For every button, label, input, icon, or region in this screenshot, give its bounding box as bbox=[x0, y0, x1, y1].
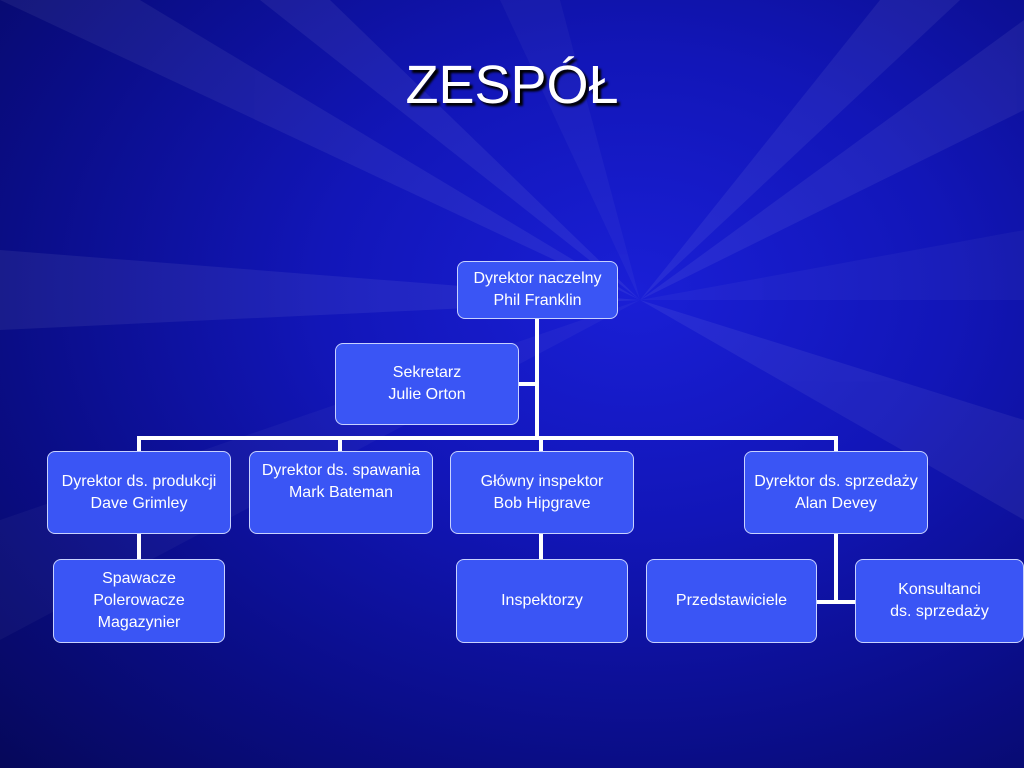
node-representatives-label: Przedstawiciele bbox=[675, 592, 788, 609]
node-ceo-role: Dyrektor naczelny bbox=[473, 270, 602, 287]
slide-title: ZESPÓŁ bbox=[405, 55, 619, 115]
node-production-staff-line2: Polerowacze bbox=[93, 592, 185, 609]
node-sales-consultants: Konsultanci ds. sprzedaży bbox=[855, 559, 1024, 643]
node-sales-director-role: Dyrektor ds. sprzedaży bbox=[754, 472, 918, 490]
node-representatives: Przedstawiciele bbox=[646, 559, 817, 643]
node-welding-director: Dyrektor ds. spawania Mark Bateman bbox=[249, 451, 433, 534]
node-sales-consultants-line1: Konsultanci bbox=[898, 581, 981, 598]
node-chief-inspector: Główny inspektor Bob Hipgrave bbox=[450, 451, 634, 534]
node-secretary-role: Sekretarz bbox=[392, 364, 462, 381]
node-welding-director-name: Mark Bateman bbox=[288, 484, 394, 501]
node-production-director-role: Dyrektor ds. produkcji bbox=[61, 472, 217, 490]
node-inspectors: Inspektorzy bbox=[456, 559, 628, 643]
node-production-staff-line1: Spawacze bbox=[102, 570, 176, 587]
node-sales-director-name: Alan Devey bbox=[795, 494, 877, 512]
node-chief-inspector-role: Główny inspektor bbox=[480, 472, 604, 490]
node-secretary: Sekretarz Julie Orton bbox=[335, 343, 519, 425]
node-secretary-name: Julie Orton bbox=[388, 386, 466, 403]
node-production-director-name: Dave Grimley bbox=[90, 494, 188, 512]
node-welding-director-role: Dyrektor ds. spawania bbox=[261, 462, 421, 479]
node-chief-inspector-name: Bob Hipgrave bbox=[493, 494, 591, 512]
node-inspectors-label: Inspektorzy bbox=[501, 592, 583, 609]
node-production-staff-line3: Magazynier bbox=[97, 614, 181, 631]
node-sales-director: Dyrektor ds. sprzedaży Alan Devey bbox=[744, 451, 928, 534]
node-ceo: Dyrektor naczelny Phil Franklin bbox=[457, 261, 618, 319]
node-production-director: Dyrektor ds. produkcji Dave Grimley bbox=[47, 451, 231, 534]
node-ceo-name: Phil Franklin bbox=[493, 292, 582, 309]
node-production-staff: Spawacze Polerowacze Magazynier bbox=[53, 559, 225, 643]
node-sales-consultants-line2: ds. sprzedaży bbox=[890, 603, 989, 620]
